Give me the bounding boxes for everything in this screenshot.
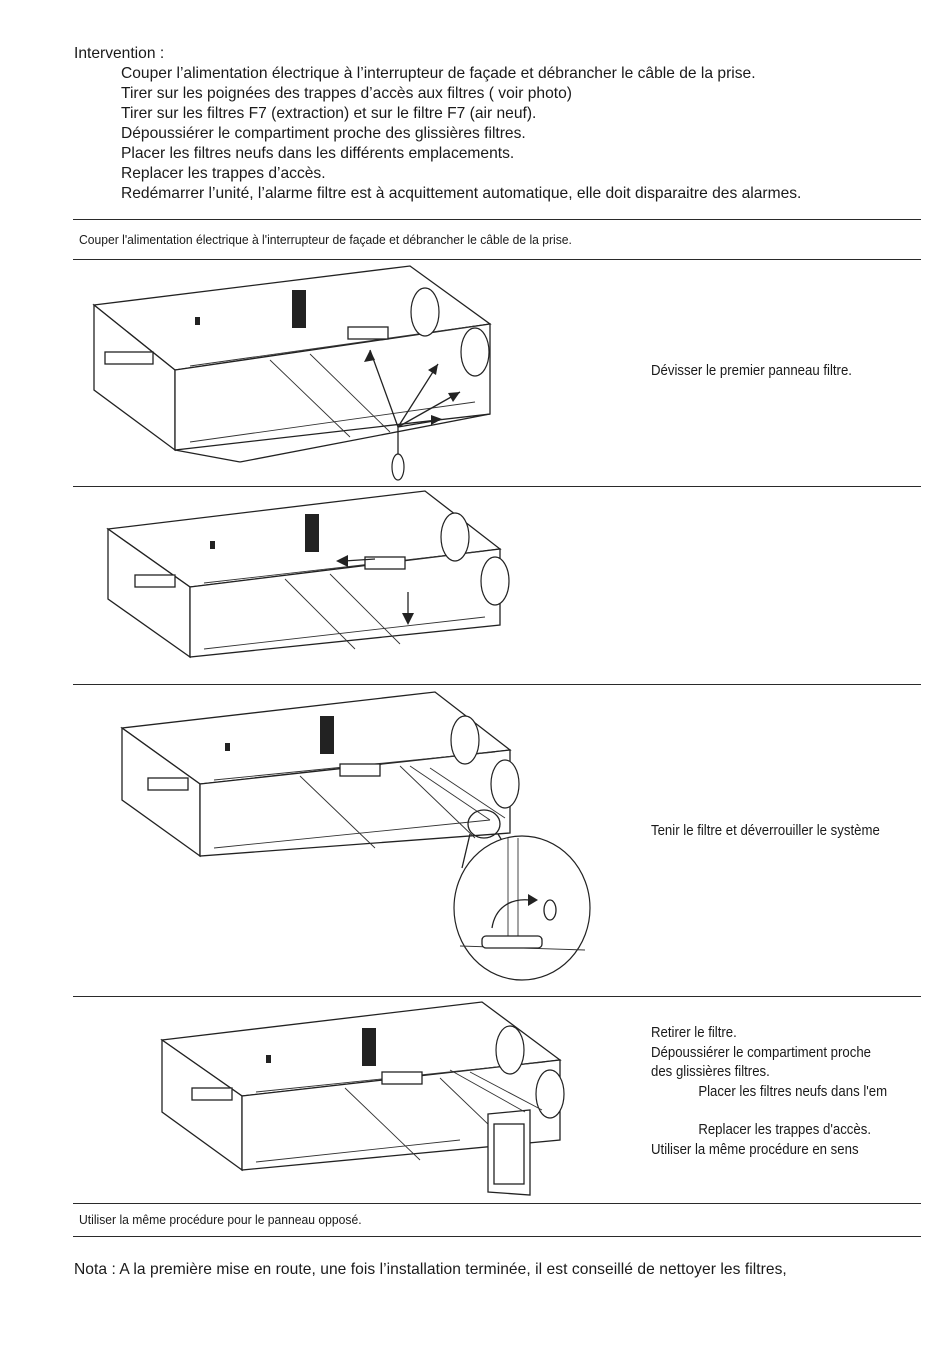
intervention-block: Intervention : Couper l’alimentation éle… bbox=[74, 44, 934, 204]
table-bottom-caption: Utiliser la même procédure pour le panne… bbox=[79, 1212, 362, 1227]
row-divider bbox=[73, 996, 921, 997]
nota-paragraph: Nota : A la première mise en route, une … bbox=[74, 1261, 787, 1278]
step-3-instruction: Tenir le filtre et déverrouiller le syst… bbox=[651, 823, 880, 839]
step-4-line: Retirer le filtre. bbox=[651, 1025, 737, 1041]
step-4-line: Dépoussiérer le compartiment proche bbox=[651, 1044, 872, 1061]
intervention-step: Tirer sur les filtres F7 (extraction) et… bbox=[121, 105, 537, 122]
row-divider bbox=[73, 486, 921, 487]
step-4-spacer bbox=[651, 1102, 887, 1121]
step-4-instructions: Retirer le filtre. Dépoussiérer le compa… bbox=[651, 1024, 887, 1160]
row-divider bbox=[73, 259, 921, 260]
intervention-step: Dépoussiérer le compartiment proche des … bbox=[121, 125, 526, 142]
step-4-line: Placer les filtres neufs dans l'em bbox=[698, 1083, 888, 1100]
row-divider bbox=[73, 684, 921, 685]
intervention-step: Placer les filtres neufs dans les différ… bbox=[121, 145, 515, 162]
row-divider bbox=[73, 1203, 921, 1204]
unit-illustration-step-4 bbox=[160, 1001, 565, 1196]
table-bottom-rule bbox=[73, 1236, 921, 1237]
intervention-heading: Intervention : bbox=[74, 45, 165, 62]
table-top-caption: Couper l'alimentation électrique à l'int… bbox=[79, 232, 572, 247]
intervention-step: Replacer les trappes d’accès. bbox=[121, 165, 326, 182]
intervention-step: Couper l’alimentation électrique à l’int… bbox=[121, 65, 756, 82]
step-4-line: Utiliser la même procédure en sens bbox=[651, 1141, 859, 1158]
unit-illustration-step-3 bbox=[120, 691, 591, 981]
intervention-step: Redémarrer l’unité, l’alarme filtre est … bbox=[121, 185, 802, 202]
unit-illustration-step-2 bbox=[106, 490, 510, 659]
table-top-rule bbox=[73, 219, 921, 220]
step-4-line: des glissières filtres. bbox=[651, 1064, 770, 1080]
intervention-step: Tirer sur les poignées des trappes d’acc… bbox=[121, 85, 572, 102]
unit-illustration-step-1 bbox=[92, 265, 492, 481]
step-4-line: Replacer les trappes d'accès. bbox=[698, 1122, 872, 1138]
step-1-instruction: Dévisser le premier panneau filtre. bbox=[651, 363, 852, 379]
